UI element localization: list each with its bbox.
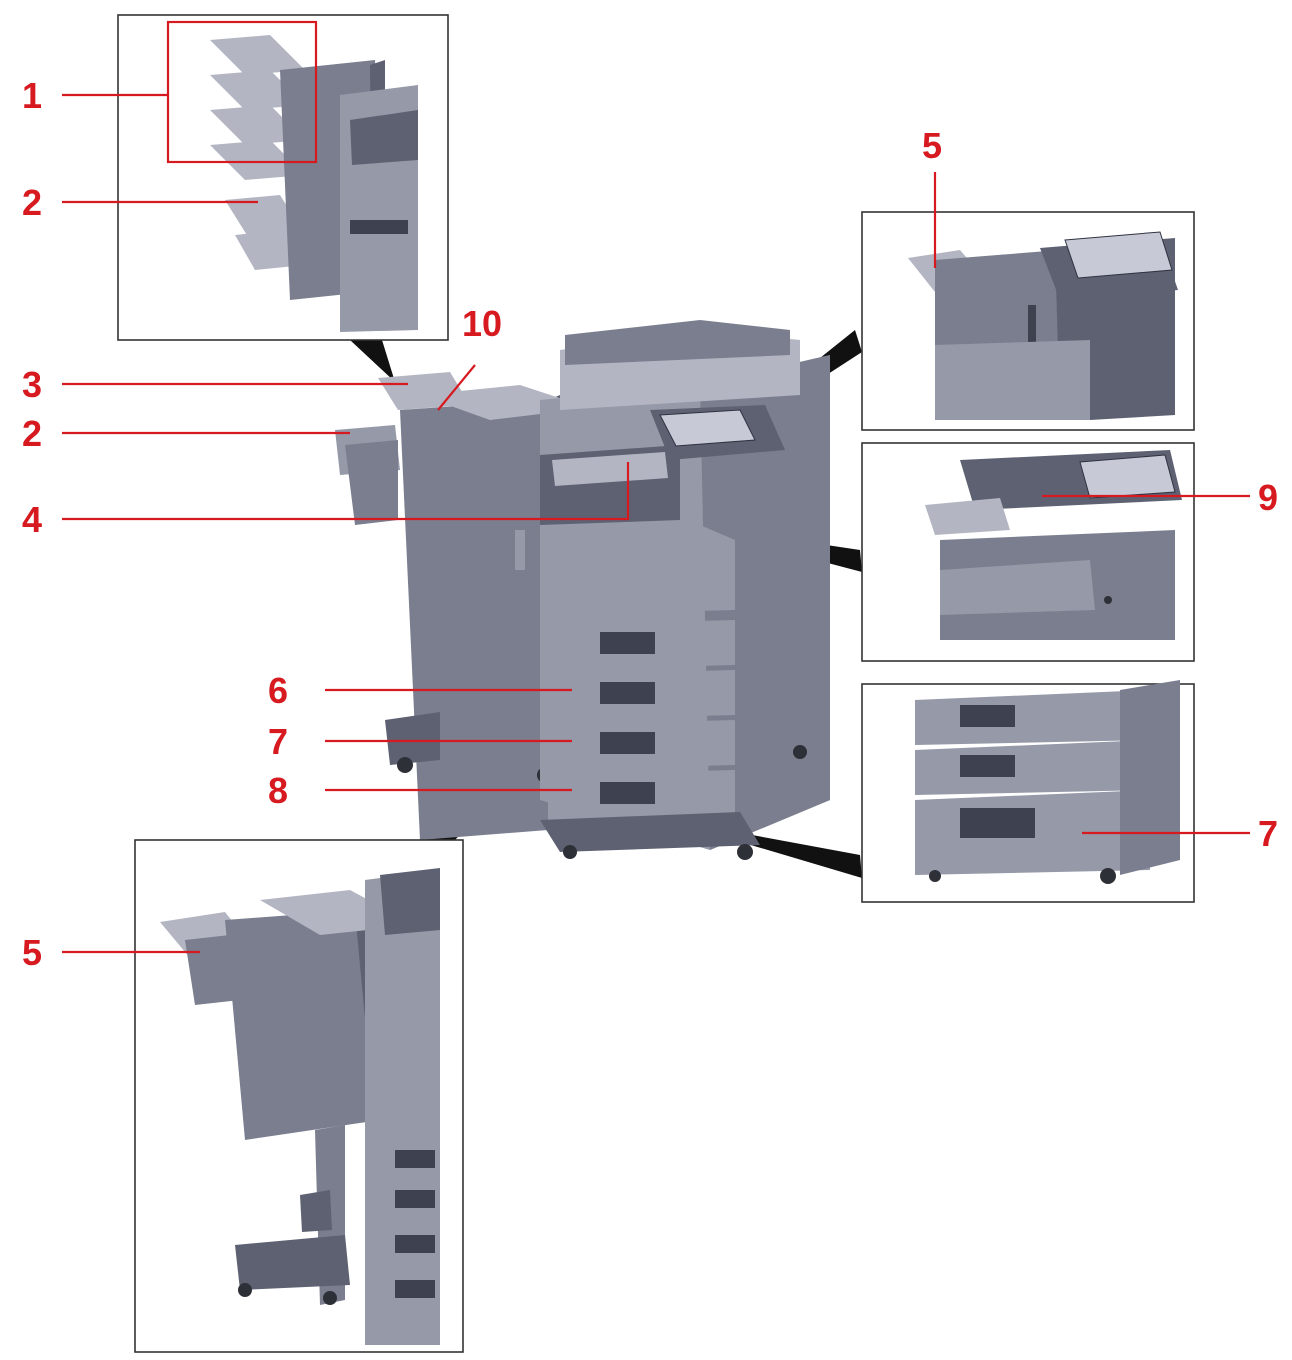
callout-10: 10	[462, 303, 502, 344]
inset-finisher-mailbox	[117, 14, 449, 341]
callout-6: 6	[268, 670, 288, 711]
callout-2-main: 2	[22, 413, 42, 454]
callout-3: 3	[22, 364, 42, 405]
callout-5-upper: 5	[922, 125, 942, 166]
inset-booklet-finisher	[134, 839, 464, 1353]
callout-numbers: 1 2 3 2 10 4 5 9 6 7 8 7 5	[22, 75, 1278, 973]
callout-4: 4	[22, 499, 42, 540]
inset-large-capacity-cassette	[861, 680, 1195, 903]
callout-1-bracket	[166, 20, 318, 164]
main-printer-illustration	[335, 320, 830, 860]
callout-9: 9	[1258, 477, 1278, 518]
leader-10	[437, 364, 476, 411]
callout-1: 1	[22, 75, 42, 116]
inset-job-separator	[861, 442, 1195, 662]
pointer-top-left	[350, 340, 395, 382]
callout-5-lower: 5	[22, 932, 42, 973]
callout-7-main: 7	[268, 721, 288, 762]
callout-8: 8	[268, 770, 288, 811]
callout-2-top: 2	[22, 182, 42, 223]
leader-4	[62, 462, 630, 521]
leader-lines	[62, 93, 1250, 954]
inset-inner-finisher	[861, 211, 1195, 431]
callout-7-inset: 7	[1258, 813, 1278, 854]
